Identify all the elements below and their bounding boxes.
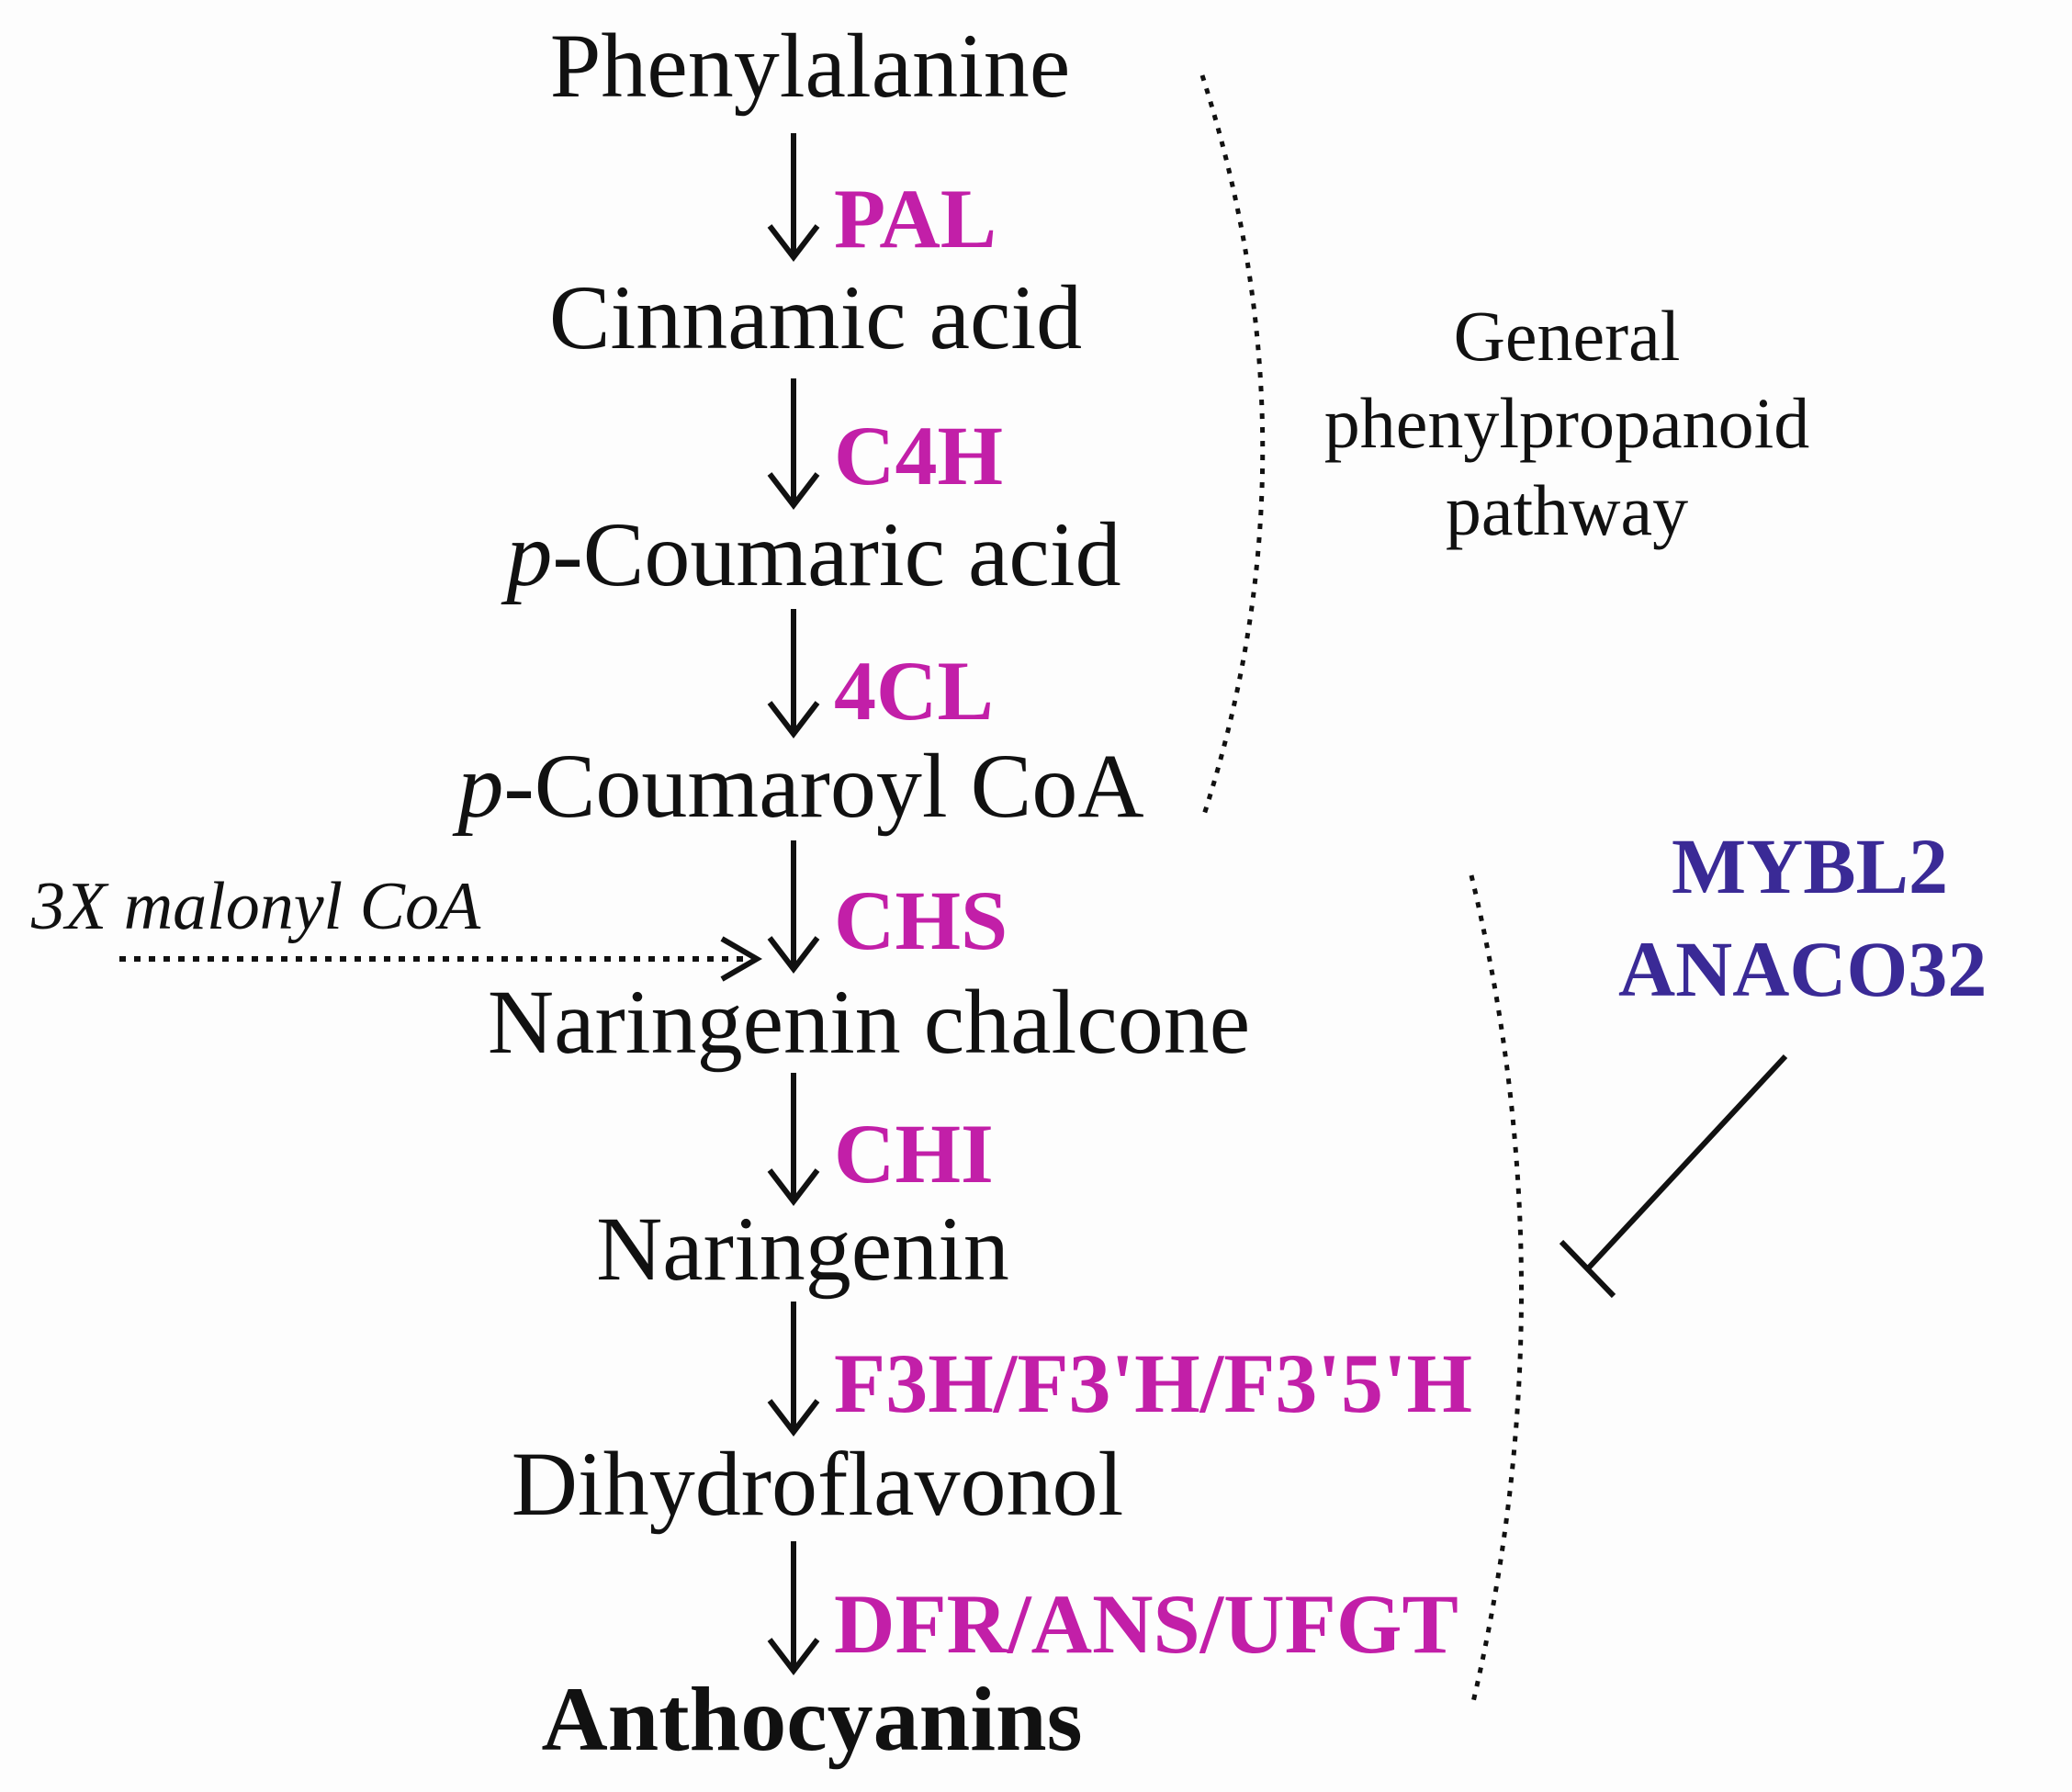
general-pathway-line3: pathway — [1445, 470, 1689, 551]
enzyme-f3h: F3H/F3'H/F3'5'H — [834, 1336, 1473, 1430]
compound-phenylalanine: Phenylalanine — [549, 15, 1071, 117]
flavonoid-pathway-bracket — [1469, 874, 1524, 1703]
compound-p-coumaric-acid: p-Coumaric acid — [506, 509, 1120, 601]
arrow-f3h — [767, 1302, 820, 1437]
inhibition-arrow — [1559, 1054, 1788, 1299]
italic-prefix: p — [457, 735, 504, 837]
regulator-mybl2: MYBL2 — [1672, 822, 1948, 910]
compound-name: -Coumaroyl CoA — [503, 735, 1144, 837]
regulator-anaco32: ANACO32 — [1618, 925, 1988, 1013]
enzyme-chi: CHI — [834, 1107, 994, 1200]
arrow-4cl — [767, 609, 820, 738]
arrow-chs — [767, 840, 820, 974]
arrow-pal — [767, 133, 820, 262]
compound-name: -Coumaric acid — [552, 503, 1121, 605]
compound-naringenin: Naringenin — [596, 1198, 1009, 1300]
enzyme-c4h: C4H — [834, 409, 1003, 502]
pathway-arrows — [767, 133, 820, 1675]
enzyme-pal: PAL — [834, 172, 997, 265]
compound-p-coumaroyl-coa: p-Coumaroyl CoA — [457, 740, 1143, 832]
general-pathway-line2: phenylpropanoid — [1323, 383, 1810, 464]
substrate-malonyl-coa: 3X malonyl CoA — [31, 869, 481, 944]
arrow-chi — [767, 1073, 820, 1206]
compound-dihydroflavonol: Dihydroflavonol — [511, 1433, 1124, 1535]
enzyme-dfr: DFR/ANS/UFGT — [834, 1577, 1458, 1671]
arrow-c4h — [767, 378, 820, 510]
italic-prefix: p — [506, 503, 553, 605]
general-pathway-line1: General — [1453, 296, 1681, 376]
enzyme-4cl: 4CL — [834, 644, 994, 738]
compound-cinnamic-acid: Cinnamic acid — [548, 266, 1083, 368]
general-pathway-bracket — [1199, 74, 1266, 818]
arrow-dfr — [767, 1541, 820, 1675]
enzyme-chs: CHS — [834, 873, 1008, 967]
compound-anthocyanins: Anthocyanins — [541, 1668, 1083, 1770]
malonyl-coa-arrow — [119, 936, 762, 982]
compound-naringenin-chalcone: Naringenin chalcone — [487, 971, 1251, 1073]
general-pathway-label: General phenylpropanoid pathway — [1324, 292, 1810, 554]
